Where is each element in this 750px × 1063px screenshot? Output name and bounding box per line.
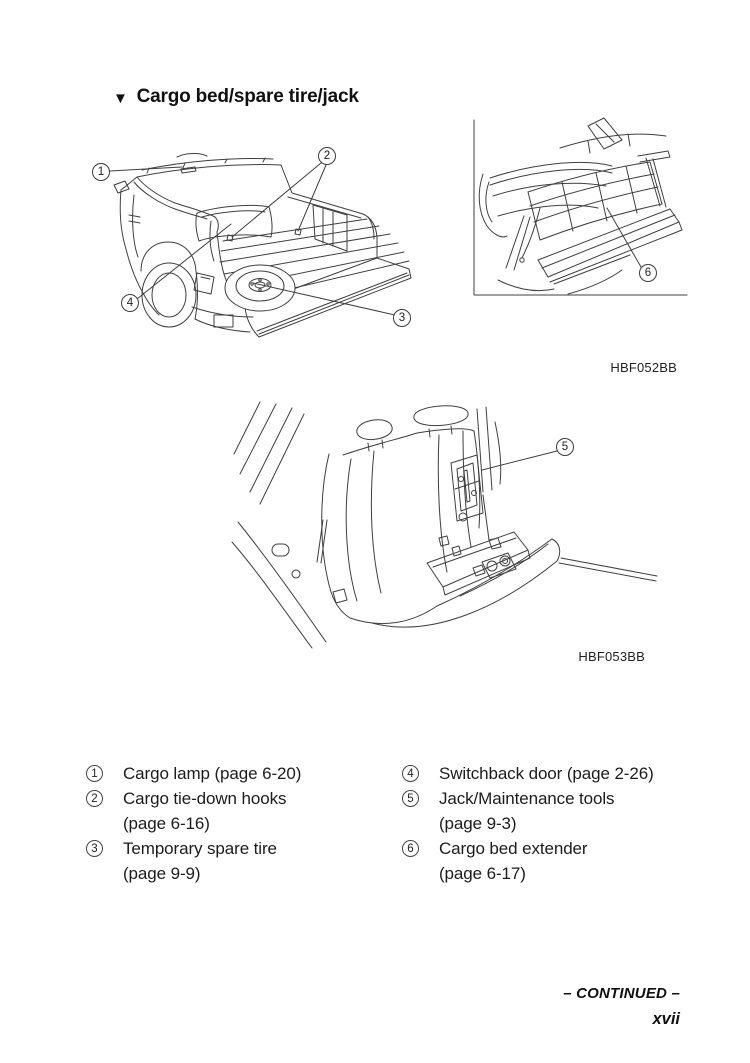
- bed-extender-drawing: [473, 117, 688, 296]
- legend-item-text: Temporary spare tire (page 9-9): [123, 836, 386, 886]
- legend-column-right: 4 Switchback door (page 2-26) 5 Jack/Mai…: [402, 761, 702, 886]
- callout-number-badge: 5: [402, 790, 419, 807]
- callout-5: 5: [556, 438, 574, 456]
- page-footer: – CONTINUED – xvii: [563, 985, 680, 1029]
- rear-seat-drawing: [231, 401, 658, 649]
- figure-cargo-bed: [85, 125, 445, 345]
- callout-6: 6: [639, 264, 657, 282]
- callout-number-badge: 6: [402, 840, 419, 857]
- legend-item-line: Temporary spare tire: [123, 839, 277, 858]
- figure-code-hbf052bb: HBF052BB: [610, 360, 677, 375]
- legend-item-cargo-lamp: 1 Cargo lamp (page 6-20): [86, 761, 386, 786]
- callout-number-badge: 1: [86, 765, 103, 782]
- legend-item-text: Cargo tie-down hooks (page 6-16): [123, 786, 386, 836]
- figure-bed-extender: [470, 112, 720, 302]
- callout-number-badge: 2: [86, 790, 103, 807]
- legend-item-jack-tools: 5 Jack/Maintenance tools (page 9-3): [402, 786, 702, 836]
- legend-item-text: Cargo lamp (page 6-20): [123, 761, 386, 786]
- callout-4: 4: [121, 294, 139, 312]
- figure-code-hbf053bb: HBF053BB: [578, 649, 645, 664]
- callout-number-badge: 4: [402, 765, 419, 782]
- page-number: xvii: [652, 1010, 680, 1028]
- legend-column-left: 1 Cargo lamp (page 6-20) 2 Cargo tie-dow…: [86, 761, 386, 886]
- legend-item-line: Switchback door (page 2-26): [439, 764, 654, 783]
- callout-number-badge: 3: [86, 840, 103, 857]
- legend-item-line: (page 6-16): [123, 814, 210, 833]
- callout-2: 2: [318, 147, 336, 165]
- callout-3: 3: [393, 309, 411, 327]
- legend-item-spare-tire: 3 Temporary spare tire (page 9-9): [86, 836, 386, 886]
- legend-item-text: Jack/Maintenance tools (page 9-3): [439, 786, 702, 836]
- callout-1: 1: [92, 163, 110, 181]
- legend-item-line: (page 9-3): [439, 814, 517, 833]
- cargo-bed-drawing: [109, 153, 412, 338]
- legend-item-tie-down-hooks: 2 Cargo tie-down hooks (page 6-16): [86, 786, 386, 836]
- legend-item-line: Cargo lamp (page 6-20): [123, 764, 302, 783]
- legend-item-line: Cargo bed extender: [439, 839, 588, 858]
- legend-item-text: Cargo bed extender (page 6-17): [439, 836, 702, 886]
- legend-item-line: Jack/Maintenance tools: [439, 789, 615, 808]
- section-title-text: Cargo bed/spare tire/jack: [136, 86, 359, 107]
- legend-item-text: Switchback door (page 2-26): [439, 761, 702, 786]
- continued-label: – CONTINUED –: [563, 985, 680, 1002]
- legend-item-line: Cargo tie-down hooks: [123, 789, 287, 808]
- legend-item-line: (page 9-9): [123, 864, 201, 883]
- legend-item-switchback-door: 4 Switchback door (page 2-26): [402, 761, 702, 786]
- legend-item-bed-extender: 6 Cargo bed extender (page 6-17): [402, 836, 702, 886]
- figure-rear-seat: [230, 400, 660, 650]
- section-title: ▼ Cargo bed/spare tire/jack: [113, 86, 359, 108]
- section-marker-icon: ▼: [113, 89, 128, 107]
- legend-item-line: (page 6-17): [439, 864, 526, 883]
